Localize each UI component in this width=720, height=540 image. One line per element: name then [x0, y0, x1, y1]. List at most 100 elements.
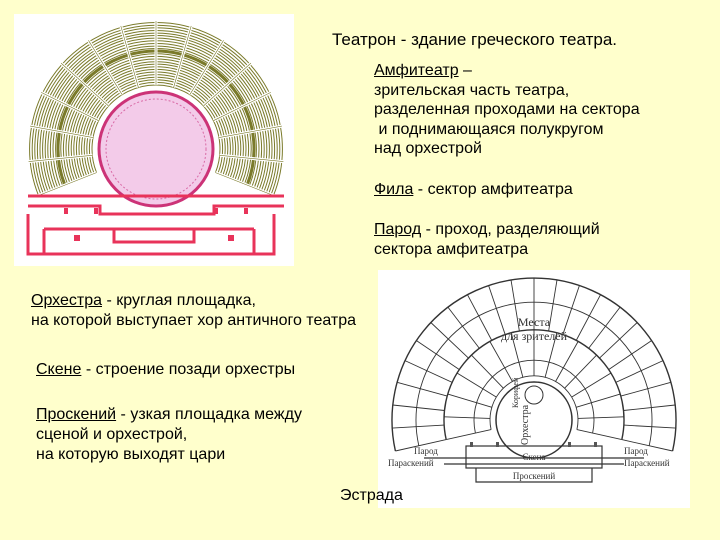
- amphitheater-line-2: разделенная проходами на сектора: [374, 101, 640, 118]
- scheme-ray-inner: [446, 429, 492, 441]
- scheme-label-skene: Скена: [523, 452, 546, 462]
- parod-text: - проход, разделяющий: [421, 221, 600, 238]
- scheme-ray-outer: [510, 279, 520, 332]
- aisle-edge: [120, 25, 139, 88]
- scheme-ray-inner: [471, 354, 504, 389]
- scheme-ray-inner: [456, 372, 497, 398]
- amphitheater-term: Амфитеатр: [374, 62, 459, 79]
- scheme-label-parod-left: Парод: [414, 446, 438, 456]
- aisle-edge: [189, 40, 224, 95]
- scheme-label-parask-left: Параскений: [388, 458, 434, 468]
- seating-aisles: [28, 21, 284, 198]
- aisle-edge: [219, 155, 284, 162]
- orchestra-circle: [97, 90, 215, 208]
- scheme-ray-outer: [416, 340, 460, 370]
- parod-definition: Парод - проход, разделяющий сектора амфи…: [374, 220, 600, 259]
- scheme-ray-outer: [623, 404, 676, 411]
- orchestra-text: - круглая площадка,: [102, 292, 256, 309]
- theatre-plan-image: [14, 14, 294, 266]
- scheme-ray-inner: [571, 372, 612, 398]
- stage-building: [26, 194, 284, 256]
- aisle-edge: [213, 92, 271, 121]
- amphitheater-line-4: над орхестрой: [374, 140, 482, 157]
- aisle-edge: [215, 172, 276, 197]
- aisle-edge: [88, 40, 123, 95]
- scheme-ray-outer: [621, 439, 673, 452]
- proskenion-text: - узкая площадка между: [116, 406, 302, 423]
- scheme-ray-inner: [564, 354, 597, 389]
- scheme-ray-inner: [576, 429, 622, 441]
- estrada-label: Эстрада: [340, 487, 403, 504]
- aisle-edge: [28, 155, 93, 162]
- amphitheater-definition: Амфитеатр – зрительская часть театра, ра…: [374, 61, 640, 159]
- scheme-label-seats: Места: [518, 315, 551, 329]
- scheme-ray-outer: [620, 381, 672, 397]
- scheme-koryphaeus: [524, 385, 544, 405]
- aisle-edge: [30, 125, 94, 138]
- proskenion-definition: Проскений - узкая площадка между сценой …: [36, 405, 302, 465]
- aisle-edge: [203, 62, 252, 107]
- stage-columns: [64, 208, 248, 241]
- scheme-ray-outer: [396, 381, 448, 397]
- scheme-ray-outer: [599, 322, 638, 359]
- scheme-ray-inner: [555, 341, 579, 382]
- skene-term: Скене: [36, 361, 82, 378]
- theatre-scheme-drawing: Места для зрителей Корифей Орхестра Паро…: [388, 277, 677, 483]
- proskenion-line-3: на которую выходят цари: [36, 446, 226, 463]
- scheme-label-parask-right: Параскений: [624, 458, 670, 468]
- scheme-ray-outer: [447, 306, 480, 349]
- scheme-ray-outer: [548, 279, 558, 332]
- scheme-columns: [470, 442, 597, 447]
- amphitheater-line-1: зрительская часть театра,: [374, 81, 570, 99]
- scheme-ray-outer: [575, 294, 601, 341]
- scheme-ray-outer: [392, 424, 445, 429]
- orchestra-definition: Орхестра - круглая площадка, на которой …: [31, 291, 356, 331]
- skene-definition: Скене - строение позади орхестры: [36, 360, 295, 379]
- scheme-ray-outer: [623, 424, 676, 429]
- aisle-edge: [60, 62, 109, 107]
- aisle-edge: [173, 25, 192, 88]
- scheme-ray-outer: [395, 439, 447, 452]
- scheme-ray-outer: [488, 285, 506, 335]
- aisle-edge: [36, 172, 97, 197]
- scheme-ray-outer: [430, 322, 469, 359]
- scheme-ray-outer: [608, 340, 652, 370]
- fila-definition: Фила - сектор амфитеатра: [374, 180, 573, 199]
- aisle-edge: [218, 125, 282, 138]
- parod-term: Парод: [374, 221, 422, 238]
- scheme-stage: [424, 445, 644, 483]
- amphitheater-line-3: и поднимающаяся полукругом: [374, 120, 604, 138]
- scheme-ray-outer: [404, 360, 453, 383]
- scheme-ray-outer: [615, 360, 664, 383]
- scheme-ray-outer: [467, 294, 493, 341]
- scheme-ray-inner: [575, 393, 621, 408]
- scheme-ray-inner: [577, 416, 624, 419]
- parod-line-2: сектора амфитеатра: [374, 240, 529, 258]
- fila-text: - сектор амфитеатра: [413, 181, 573, 198]
- proskenion-line-2: сценой и орхестрой,: [36, 426, 188, 443]
- scheme-label-parod-right: Парод: [624, 446, 648, 456]
- seat-row-arc: [91, 84, 221, 173]
- slide-title: Театрон - здание греческого театра.: [332, 30, 618, 49]
- scheme-ray-inner: [444, 416, 491, 419]
- scheme-seat-rays: [392, 278, 676, 452]
- scheme-label-koryphaeus: Корифей: [511, 377, 520, 408]
- scheme-ray-outer: [588, 306, 621, 349]
- amphitheater-dash: –: [458, 62, 472, 79]
- orchestra-term: Орхестра: [31, 292, 103, 309]
- theatre-scheme-image: Места для зрителей Корифей Орхестра Паро…: [378, 270, 690, 508]
- scheme-ray-inner: [510, 332, 524, 378]
- scheme-ray-inner: [489, 341, 513, 382]
- scheme-label-proskenion: Проскений: [513, 471, 555, 481]
- orchestra-inner-ring: [105, 98, 207, 200]
- proskenion-term: Проскений: [36, 406, 117, 423]
- scheme-ray-inner: [447, 393, 493, 408]
- orchestra-line-2: на которой выступает хор античного театр…: [31, 312, 357, 329]
- scheme-ray-outer: [562, 285, 580, 335]
- scheme-ray-inner: [544, 332, 558, 378]
- theatre-plan-drawing: [26, 21, 284, 256]
- fila-term: Фила: [374, 181, 414, 198]
- scheme-ray-outer: [392, 404, 445, 411]
- aisle-edge: [41, 92, 99, 121]
